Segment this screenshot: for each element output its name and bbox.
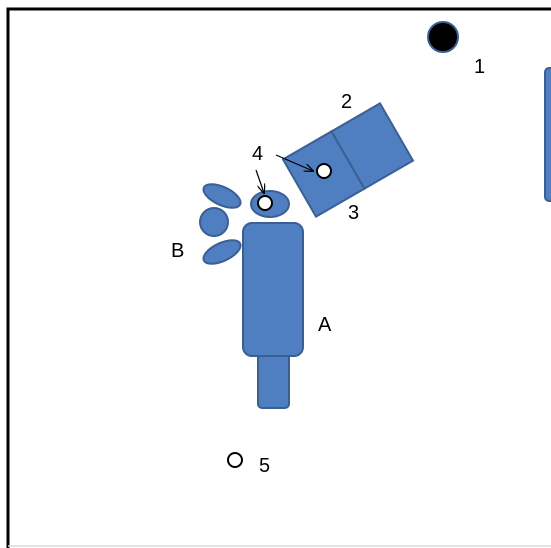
- table-section-right: [330, 102, 415, 190]
- marker-1-dark-circle: [427, 21, 459, 53]
- marker-5-circle: [227, 452, 243, 468]
- marker-4-circle-head: [257, 195, 273, 211]
- label-marker-1: 1: [474, 56, 485, 78]
- label-marker-3: 3: [348, 202, 359, 224]
- person-b-head: [199, 207, 229, 237]
- person-b-arm-upper: [202, 183, 242, 209]
- arrow-4-to-table: [275, 154, 313, 171]
- marker-4-circle-table: [316, 163, 332, 179]
- person-a-legs: [257, 348, 290, 409]
- label-marker-2: 2: [341, 91, 352, 113]
- room-border: [6, 7, 551, 548]
- label-person-b: B: [171, 240, 184, 262]
- label-marker-4: 4: [252, 143, 263, 165]
- label-marker-5: 5: [259, 455, 270, 477]
- person-a-body: [242, 222, 304, 357]
- tilted-table: [281, 102, 415, 218]
- wall-panel-right: [544, 67, 551, 202]
- person-b-arm-lower: [202, 239, 242, 265]
- label-person-a: A: [318, 314, 332, 336]
- arrow-4-to-head: [255, 169, 264, 193]
